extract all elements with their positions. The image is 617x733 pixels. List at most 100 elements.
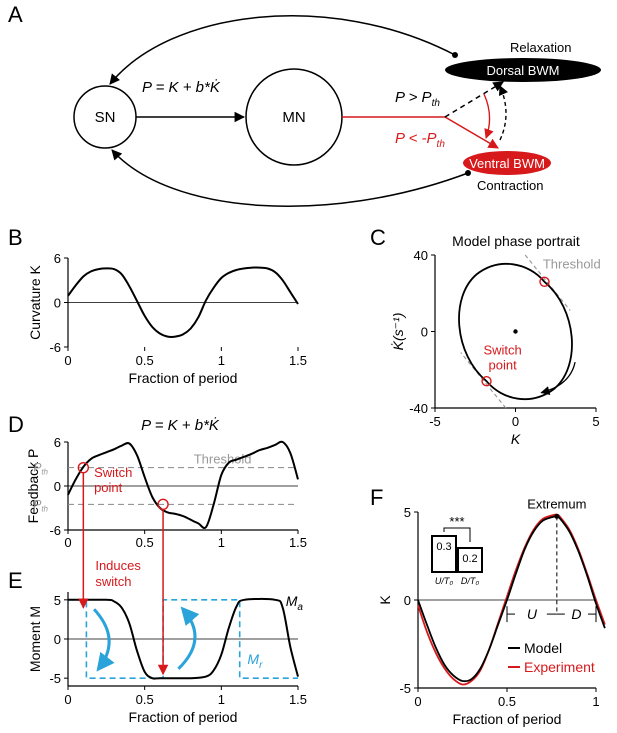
y-tick-label: 5 (404, 505, 411, 520)
threshold-label: Threshold (543, 256, 601, 271)
sn-label: SN (95, 109, 116, 126)
contraction-dot (465, 170, 471, 176)
y-axis-label: Moment M (27, 606, 43, 672)
y-tick-label: -6 (49, 523, 61, 538)
x-axis-label: Fraction of period (129, 370, 238, 386)
switch-label-2: point (489, 357, 518, 372)
ventral-bwm (463, 151, 551, 175)
x-tick-label: 0.5 (136, 535, 154, 550)
y-tick-label: 0 (54, 479, 61, 494)
limit-cycle (458, 262, 573, 401)
panel-letter-e: E (8, 568, 23, 593)
inset-bar-label: U/T₀ (435, 576, 453, 586)
switch-label-2: point (94, 480, 123, 495)
y-tick-label: -6 (49, 340, 61, 355)
threshold-label: Threshold (194, 452, 252, 467)
switch-red-curve (483, 93, 494, 139)
x-tick-label: 0 (414, 694, 421, 709)
dorsal-switch-arrow (444, 81, 504, 118)
relaxation-label: Relaxation (510, 40, 571, 55)
inset-bar (431, 535, 457, 573)
x-tick-label: 1 (218, 535, 225, 550)
y-tick-label: 5 (54, 593, 61, 608)
mn-label: MN (282, 109, 305, 126)
dorsal-bwm-label: Dorsal BWM (487, 63, 560, 78)
d-label: D (571, 606, 581, 622)
relax-arrow (92, 608, 115, 672)
y-tick-label: 0 (421, 325, 428, 340)
x-tick-label: 5 (592, 414, 599, 429)
dorsal-bwm (445, 58, 601, 82)
switch-point-marker (481, 376, 492, 387)
x-tick-label: 0.5 (136, 353, 154, 368)
panel-letter-f: F (370, 485, 383, 510)
p-less-label: P < -Pth (395, 130, 445, 150)
ma-line (67, 597, 299, 680)
inset-bar-value: 0.3 (436, 541, 451, 553)
induces-label-2: switch (95, 574, 131, 589)
extremum-label: Extremum (527, 496, 586, 511)
x-tick-label: 1.5 (289, 692, 307, 707)
y-tick-label: 0 (54, 296, 61, 311)
threshold-line-lower (460, 352, 507, 409)
mr-label: Mr (247, 651, 263, 671)
switch-label-1: Switch (94, 465, 132, 480)
contraction-feedback-arrow (111, 149, 469, 207)
significance-stars: *** (449, 514, 464, 529)
x-tick-label: 0 (64, 353, 71, 368)
neg-pth-label: -Pth (29, 497, 48, 513)
x-axis-label: K (511, 431, 521, 447)
u-label: U (527, 606, 538, 622)
direction-arrow (540, 361, 576, 396)
fixed-point (513, 329, 518, 334)
inset-bar-value: 0.2 (462, 553, 477, 565)
y-axis-label: Feedback P (25, 449, 41, 524)
ventral-switch-arrow (444, 116, 499, 149)
y-axis-label: Curvature K (27, 264, 43, 339)
y-tick-label: -40 (409, 401, 428, 416)
series-model (417, 515, 606, 683)
x-axis-label: Fraction of period (129, 709, 238, 725)
legend-model-label: Model (524, 640, 562, 656)
x-tick-label: 1 (218, 353, 225, 368)
panel-letter-b: B (8, 225, 23, 250)
curvature-line (67, 266, 299, 338)
phase-portrait-title: Model phase portrait (452, 233, 580, 249)
contract-arrow (177, 606, 200, 670)
y-tick-label: 6 (54, 251, 61, 266)
y-axis-label: K (377, 595, 393, 605)
feedback-line (67, 440, 299, 529)
inset-bar-label: D/T₀ (461, 576, 479, 586)
y-tick-label: -5 (49, 671, 61, 686)
panel-a-equation: P = K + b*K̇ (142, 79, 221, 96)
panel-d-equation: P = K + b*K̇ (141, 417, 220, 434)
contraction-label: Contraction (477, 178, 543, 193)
p-greater-label: P > Pth (395, 89, 440, 109)
x-axis-label: Fraction of period (453, 711, 562, 727)
x-tick-label: 0.5 (498, 694, 516, 709)
switch-label-1: Switch (483, 342, 521, 357)
y-axis-label: K̇(s⁻¹) (390, 313, 406, 351)
x-tick-label: 1.5 (289, 353, 307, 368)
y-tick-label: 0 (54, 632, 61, 647)
ventral-bwm-label: Ventral BWM (469, 156, 545, 171)
y-tick-label: 6 (54, 435, 61, 450)
extremum-dot (554, 513, 560, 519)
relaxation-feedback-arrow (109, 15, 456, 85)
switch-point-marker (539, 276, 550, 287)
ma-label: Ma (286, 593, 304, 613)
relaxation-dot (452, 52, 458, 58)
y-tick-label: 0 (404, 593, 411, 608)
x-tick-label: -5 (429, 414, 441, 429)
